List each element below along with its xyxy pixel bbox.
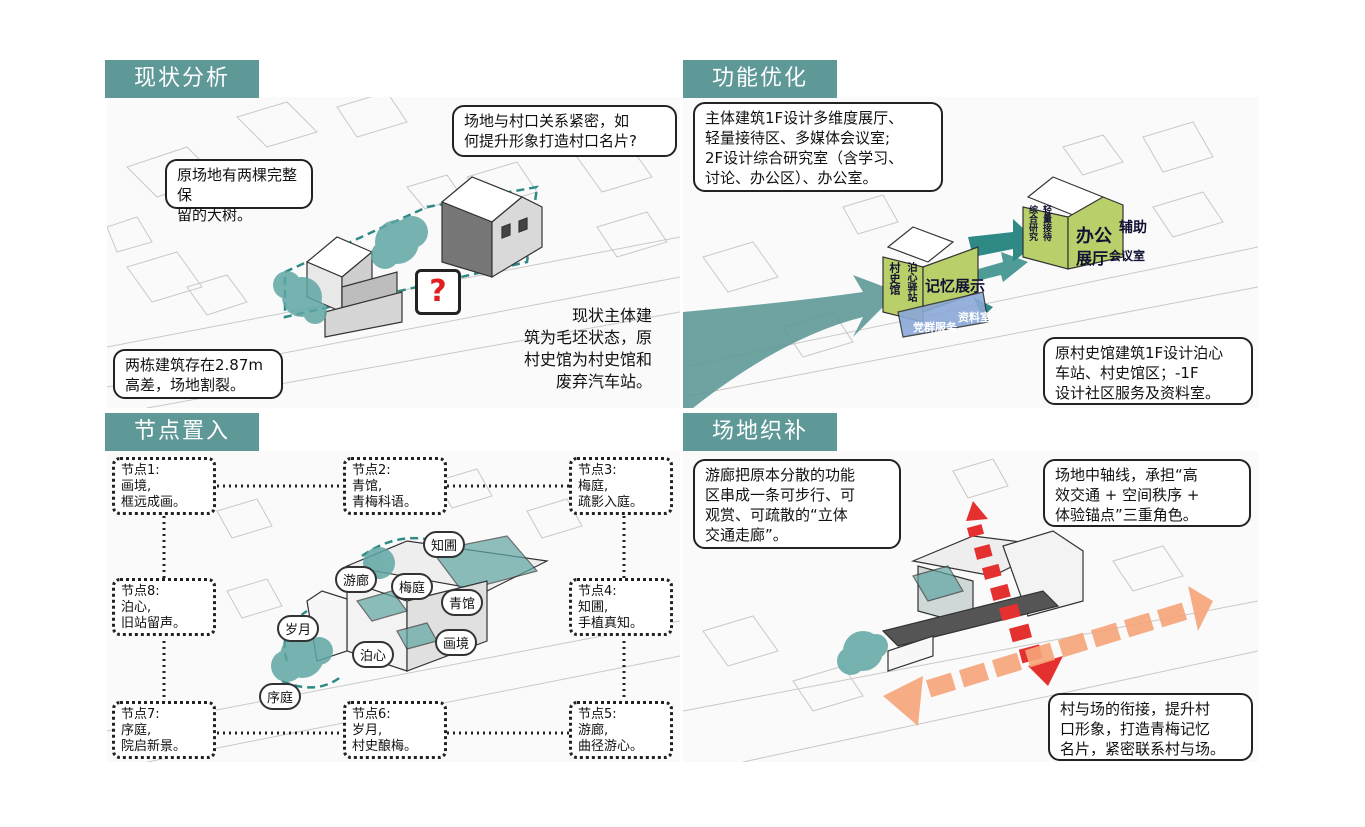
cloud-qingguan: 青馆 bbox=[441, 589, 484, 616]
text-line: 场地中轴线，承担“高 bbox=[1055, 466, 1198, 484]
callout-corridor: 游廊把原本分散的功能 区串成一条可步行、可 观赏、可疏散的“立体 交通走廊”。 bbox=[693, 459, 901, 549]
label-research: 综合研究 bbox=[1027, 205, 1037, 241]
panel-current-analysis: 场地与村口关系紧密，如 何提升形象打造村口名片? 原场地有两棵完整保 留的大树。… bbox=[107, 97, 680, 408]
callout-museum-function: 原村史馆建筑1F设计泊心 车站、村史馆区；-1F 设计社区服务及资料室。 bbox=[1043, 337, 1253, 405]
text-line: 2F设计综合研究室（含学习、 bbox=[705, 149, 904, 167]
label-meeting-room: 会议室 bbox=[1109, 249, 1146, 263]
text-line: 交通走廊”。 bbox=[705, 526, 788, 544]
cloud-xuting: 序庭 bbox=[259, 683, 302, 710]
text-line: 轻量接待区、多媒体会议室; bbox=[705, 129, 891, 147]
status-description: 现状主体建 筑为毛坯状态，原 村史馆为村史馆和 废弃汽车站。 bbox=[492, 305, 652, 393]
text-line: 讨论、办公区）、办公室。 bbox=[705, 169, 878, 187]
label-office: 办公 bbox=[1076, 226, 1112, 247]
text-line: 筑为毛坯状态，原 bbox=[523, 328, 652, 347]
cloud-suiyue: 岁月 bbox=[277, 615, 320, 642]
text-line: 院启新景。 bbox=[121, 739, 187, 754]
text-line: 区串成一条可步行、可 bbox=[705, 486, 856, 504]
text-line: 节点1: bbox=[121, 463, 160, 478]
text-line: 青馆, bbox=[352, 479, 383, 494]
text-line: 游廊把原本分散的功能 bbox=[705, 466, 856, 484]
panel-node-insertion: 节点1: 画境, 框远成画。 节点2: 青馆, 青梅科语。 节点3: 梅庭, 疏… bbox=[107, 451, 680, 762]
callout-two-trees: 原场地有两棵完整保 留的大树。 bbox=[165, 159, 313, 224]
title-node-insertion: 节点置入 bbox=[105, 413, 259, 451]
text-line: 泊心, bbox=[121, 600, 152, 615]
text-line: 两栋建筑存在2.87m bbox=[125, 356, 264, 374]
text-line: 青梅科语。 bbox=[352, 495, 418, 510]
cloud-huajing: 画境 bbox=[435, 629, 478, 656]
text-line: 疏影入庭。 bbox=[578, 495, 644, 510]
text-line: 村史酿梅。 bbox=[352, 739, 418, 754]
text-line: 游廊, bbox=[578, 723, 609, 738]
text-line: 节点2: bbox=[352, 463, 391, 478]
cloud-meiting: 梅庭 bbox=[391, 573, 434, 600]
node-6-box: 节点6: 岁月, 村史酿梅。 bbox=[343, 701, 447, 759]
node-3-box: 节点3: 梅庭, 疏影入庭。 bbox=[569, 457, 673, 515]
cloud-boxin: 泊心 bbox=[352, 641, 395, 668]
callout-site-relationship: 场地与村口关系紧密，如 何提升形象打造村口名片? bbox=[452, 105, 677, 157]
callout-village-connection: 村与场的衔接，提升村 口形象，打造青梅记忆 名片，紧密联系村与场。 bbox=[1048, 693, 1253, 761]
node-4-box: 节点4: 知圃, 手植真知。 bbox=[569, 578, 673, 636]
label-exhibition-hall: 展厅 bbox=[1076, 249, 1109, 268]
text-line: 观赏、可疏散的“立体 bbox=[705, 506, 848, 524]
label-reception: 轻量接待 bbox=[1041, 205, 1051, 241]
text-line: 车站、村史馆区；-1F bbox=[1055, 364, 1199, 382]
text-line: 框远成画。 bbox=[121, 495, 187, 510]
site-drawing bbox=[107, 97, 680, 408]
label-archive: 资料室 bbox=[958, 311, 991, 324]
callout-main-building-function: 主体建筑1F设计多维度展厅、 轻量接待区、多媒体会议室; 2F设计综合研究室（含… bbox=[693, 102, 943, 192]
label-stop-heart: 泊心驿站 bbox=[905, 262, 916, 302]
text-line: 画境, bbox=[121, 479, 152, 494]
node-7-box: 节点7: 序庭, 院启新景。 bbox=[112, 701, 216, 759]
text-line: 旧站留声。 bbox=[121, 616, 187, 631]
text-line: 何提升形象打造村口名片? bbox=[464, 132, 637, 150]
text-line: 村与场的衔接，提升村 bbox=[1060, 700, 1211, 718]
text-line: 序庭, bbox=[121, 723, 152, 738]
text-line: 节点8: bbox=[121, 584, 160, 599]
text-line: 场地与村口关系紧密，如 bbox=[464, 112, 630, 130]
text-line: 主体建筑1F设计多维度展厅、 bbox=[705, 109, 904, 127]
text-line: 现状主体建 bbox=[571, 306, 652, 325]
text-line: 废弃汽车站。 bbox=[555, 372, 652, 391]
label-village-museum: 村史馆 bbox=[888, 262, 901, 295]
text-line: 体验锚点”三重角色。 bbox=[1055, 506, 1198, 524]
text-line: 节点7: bbox=[121, 707, 160, 722]
text-line: 知圃, bbox=[578, 600, 609, 615]
text-line: 手植真知。 bbox=[578, 616, 644, 631]
text-line: 原场地有两棵完整保 bbox=[177, 166, 298, 204]
label-auxiliary: 辅助 bbox=[1119, 220, 1147, 236]
node-2-box: 节点2: 青馆, 青梅科语。 bbox=[343, 457, 447, 515]
callout-height-difference: 两栋建筑存在2.87m 高差，场地割裂。 bbox=[113, 349, 283, 399]
text-line: 节点4: bbox=[578, 584, 617, 599]
text-line: 效交通 + 空间秩序 + bbox=[1055, 486, 1200, 504]
text-line: 梅庭, bbox=[578, 479, 609, 494]
label-memory-display: 记忆展示 bbox=[925, 277, 986, 295]
node-5-box: 节点5: 游廊, 曲径游心。 bbox=[569, 701, 673, 759]
text-line: 口形象，打造青梅记忆 bbox=[1060, 720, 1211, 738]
question-mark-icon: ? bbox=[415, 269, 461, 315]
text-line: 设计社区服务及资料室。 bbox=[1055, 384, 1221, 402]
text-line: 留的大树。 bbox=[177, 206, 253, 224]
label-party-service: 党群服务 bbox=[913, 321, 957, 334]
text-line: 名片，紧密联系村与场。 bbox=[1060, 740, 1226, 758]
title-site-weaving: 场地织补 bbox=[683, 413, 837, 451]
cloud-zhipu: 知圃 bbox=[423, 531, 466, 558]
text-line: 节点6: bbox=[352, 707, 391, 722]
text-line: 高差，场地割裂。 bbox=[125, 376, 246, 394]
text-line: 村史馆为村史馆和 bbox=[523, 350, 652, 369]
text-line: 岁月, bbox=[352, 723, 383, 738]
panel-site-weaving: 游廊把原本分散的功能 区串成一条可步行、可 观赏、可疏散的“立体 交通走廊”。 … bbox=[683, 451, 1258, 762]
text-line: 原村史馆建筑1F设计泊心 bbox=[1055, 344, 1224, 362]
callout-central-axis: 场地中轴线，承担“高 效交通 + 空间秩序 + 体验锚点”三重角色。 bbox=[1043, 459, 1251, 527]
text-line: 节点5: bbox=[578, 707, 617, 722]
node-1-box: 节点1: 画境, 框远成画。 bbox=[112, 457, 216, 515]
function-drawing bbox=[683, 121, 1258, 408]
title-function-optimization: 功能优化 bbox=[683, 60, 837, 98]
text-line: 曲径游心。 bbox=[578, 739, 644, 754]
cloud-youlang: 游廊 bbox=[335, 566, 378, 593]
node-8-box: 节点8: 泊心, 旧站留声。 bbox=[112, 578, 216, 636]
title-current-analysis: 现状分析 bbox=[105, 60, 259, 98]
weaving-drawing bbox=[683, 458, 1258, 762]
text-line: 节点3: bbox=[578, 463, 617, 478]
panel-function-optimization: 记忆展示 村史馆 泊心驿站 党群服务 资料室 办公 辅助 展厅 会议室 综合研究… bbox=[683, 97, 1258, 408]
